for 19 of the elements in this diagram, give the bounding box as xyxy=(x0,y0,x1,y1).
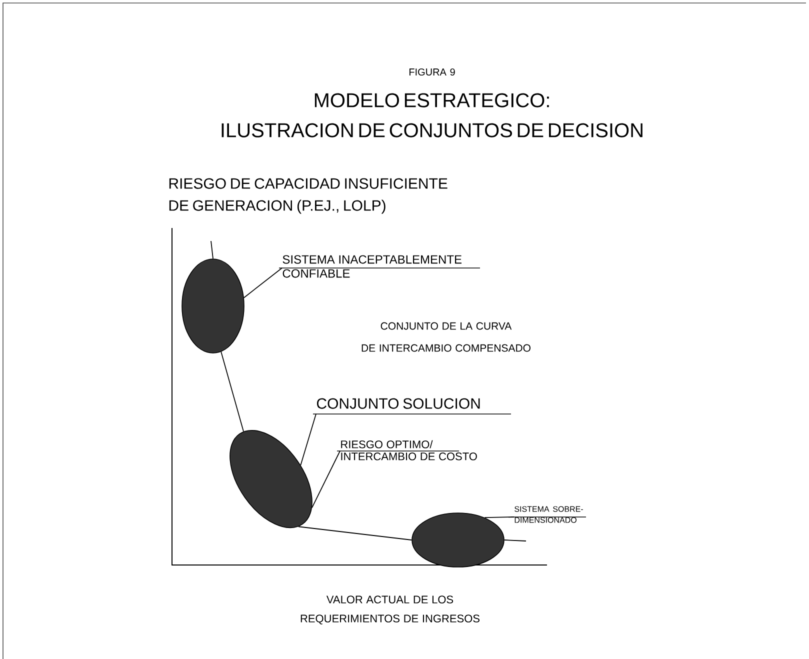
curve-label: CONJUNTO DE LA CURVA DE INTERCAMBIO COMPENSADO xyxy=(362,322,530,352)
ellipse xyxy=(182,258,244,354)
axis-label: RIESGO DE CAPACIDAD INSUFICIENTE DE GENERACION (P.EJ., LOLP) xyxy=(169,178,448,214)
curve-line xyxy=(298,526,412,540)
leader-line xyxy=(243,268,282,298)
curve-line xyxy=(210,240,214,260)
title: MODELO ESTRATEGICO: ILUSTRACION DE CONJUNTOS DE DECISION xyxy=(222,93,642,138)
ellipse xyxy=(412,512,504,568)
leader-line xyxy=(300,414,316,466)
underlined-label: SISTEMA SOBRE- DIMENSIONADO xyxy=(510,506,586,523)
underlined-label: SISTEMA INACEPTABLEMENTE CONFIABLE xyxy=(278,255,480,278)
figure-number: FIGURA 9 xyxy=(409,68,455,76)
underlined-label: CONJUNTO SOLUCION xyxy=(312,398,512,414)
curve-line xyxy=(504,540,526,542)
underlined-label: RIESGO OPTIMO/ INTERCAMBIO DE COSTO xyxy=(336,440,477,460)
leader-line xyxy=(312,450,340,508)
leader-line xyxy=(484,516,514,518)
curve-line xyxy=(220,351,244,432)
axis-label: VALOR ACTUAL DE LOS REQUERIMIENTOS DE INGRESOS xyxy=(300,596,480,624)
